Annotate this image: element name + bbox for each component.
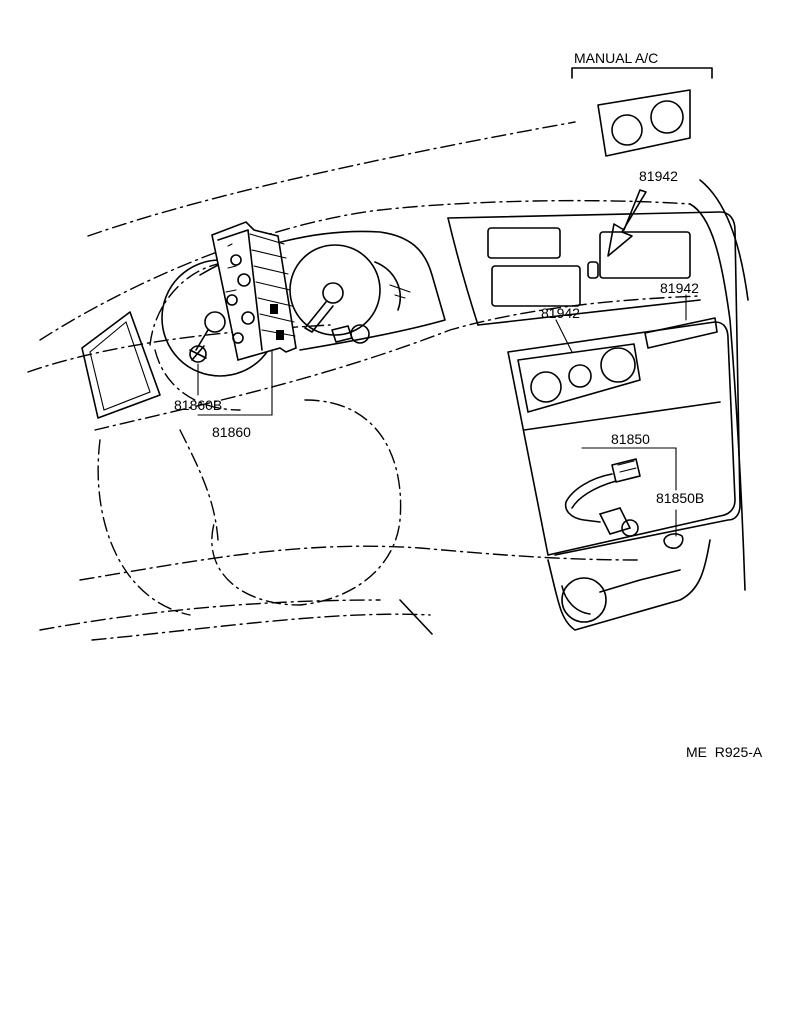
callout-ac-panel-manual: 81942 [639, 168, 678, 184]
callout-ac-panel-right: 81942 [660, 280, 699, 296]
meter-circuit-board [211, 221, 297, 362]
meter-bulb [189, 345, 207, 363]
manual-ac-inset [571, 67, 713, 257]
callout-meter-bulb: 81860B [174, 397, 222, 413]
callout-ac-panel-center: 81942 [541, 305, 580, 321]
leader-lines [197, 294, 687, 537]
callout-heater-bulb: 81850B [656, 490, 704, 506]
callout-heater-bulb-assembly: 81850 [611, 431, 650, 447]
instrument-cluster [149, 230, 446, 411]
drawing-code: ME R925-A [686, 744, 763, 760]
callout-meter-assembly: 81860 [212, 424, 251, 440]
heater-bulb [663, 533, 684, 549]
heater-bulb-assembly [564, 458, 641, 537]
dashboard-outline [27, 121, 749, 641]
trip-knob [331, 324, 370, 344]
manual-ac-label: MANUAL A/C [574, 50, 658, 66]
center-stack [447, 211, 741, 631]
